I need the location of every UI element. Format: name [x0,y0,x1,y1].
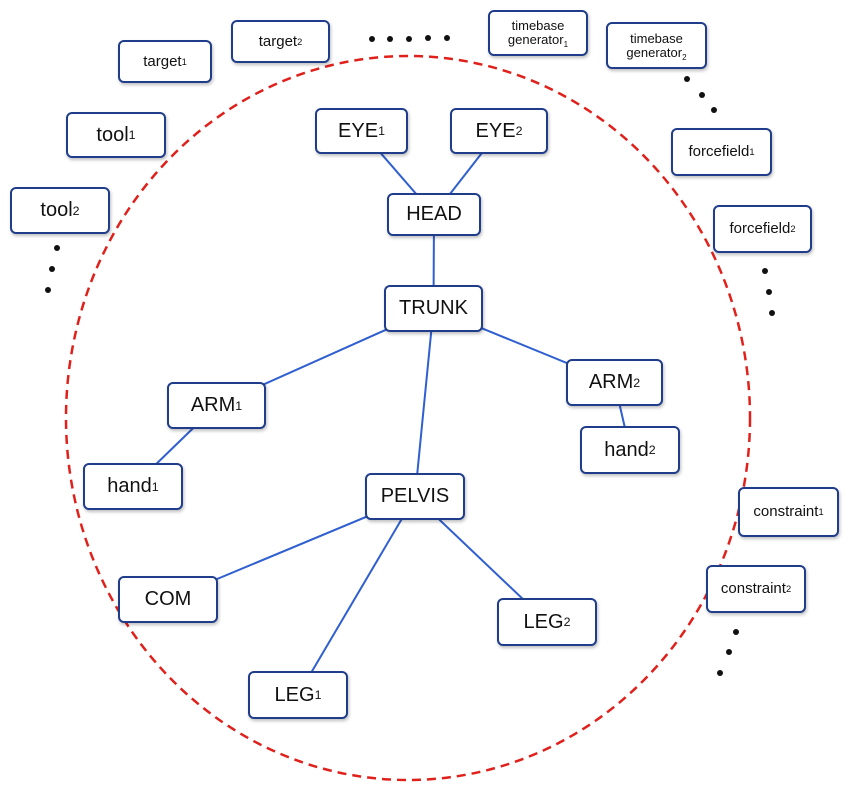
node-head: HEAD [387,193,481,236]
timebase2-line2: generator2 [626,44,687,62]
ellipsis-dot [762,268,768,274]
ellipsis-dot [711,107,717,113]
ellipsis-dot [699,92,705,98]
node-timebase-generator1: timebase generator1 [488,10,588,56]
ellipsis-dot [684,76,690,82]
ellipsis-dot [369,36,375,42]
ellipsis-dot [717,670,723,676]
node-com: COM [118,576,218,623]
edge-trunk-pelvis [414,308,435,497]
node-trunk: TRUNK [384,285,483,332]
node-pelvis: PELVIS [365,473,465,520]
ellipsis-dot [54,245,60,251]
ellipsis-dot [387,36,393,42]
ellipsis-dot [406,36,412,42]
edge-pelvis-leg1 [297,495,416,696]
ellipsis-dot [444,35,450,41]
body-boundary-ellipse [64,54,752,782]
timebase2-line1: timebase [630,30,683,46]
ellipsis-dot [766,289,772,295]
ellipsis-dot [726,649,732,655]
ellipsis-dot [769,310,775,316]
ellipsis-dot [425,35,431,41]
ellipsis-dot [49,266,55,272]
ellipsis-dot [45,287,51,293]
node-timebase-generator2: timebase generator2 [606,22,707,69]
timebase1-line2: generator1 [507,32,569,49]
timebase1-line1: timebase [511,18,565,34]
ellipsis-dot [733,629,739,635]
